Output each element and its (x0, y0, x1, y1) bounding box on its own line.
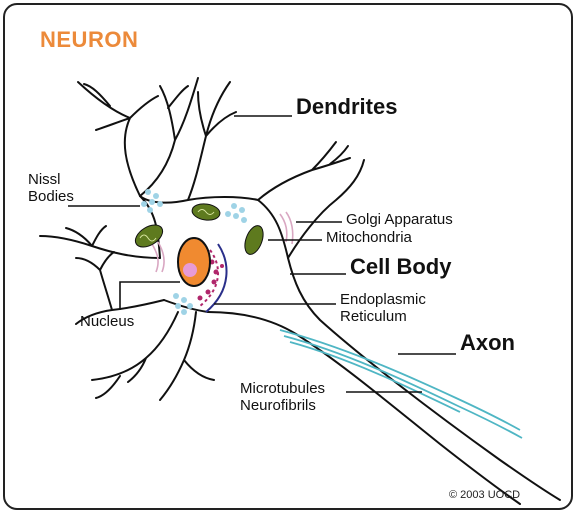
leader-nucleus (120, 282, 180, 310)
diagram-title: NEURON (40, 27, 138, 53)
label-er-line2: Reticulum (340, 309, 426, 326)
dendrite-left-upper (78, 82, 158, 196)
label-microtubules-line2: Neurofibrils (240, 398, 325, 415)
dendrite-top-left (140, 78, 198, 196)
label-mitochondria: Mitochondria (326, 230, 412, 247)
dendrite-top (188, 82, 236, 200)
label-microtubules-line1: Microtubules (240, 381, 325, 398)
label-nissl-line2: Bodies (28, 189, 74, 206)
label-microtubules-neurofibrils: Microtubules Neurofibrils (240, 381, 325, 415)
label-nissl-bodies: Nissl Bodies (28, 172, 74, 206)
label-endoplasmic-reticulum: Endoplasmic Reticulum (340, 292, 426, 326)
label-dendrites: Dendrites (296, 95, 397, 120)
nucleolus (183, 263, 197, 277)
copyright-notice: © 2003 UOCD (449, 489, 520, 501)
label-axon: Axon (460, 331, 515, 356)
label-nucleus: Nucleus (80, 314, 134, 331)
dendrite-right-top (258, 142, 350, 200)
dendrite-bottom (160, 312, 214, 400)
label-er-line1: Endoplasmic (340, 292, 426, 309)
label-nissl-line1: Nissl (28, 172, 74, 189)
golgi-apparatus (152, 212, 293, 272)
nucleus (178, 238, 210, 286)
label-cell-body: Cell Body (350, 255, 451, 280)
label-golgi-apparatus: Golgi Apparatus (346, 212, 453, 229)
